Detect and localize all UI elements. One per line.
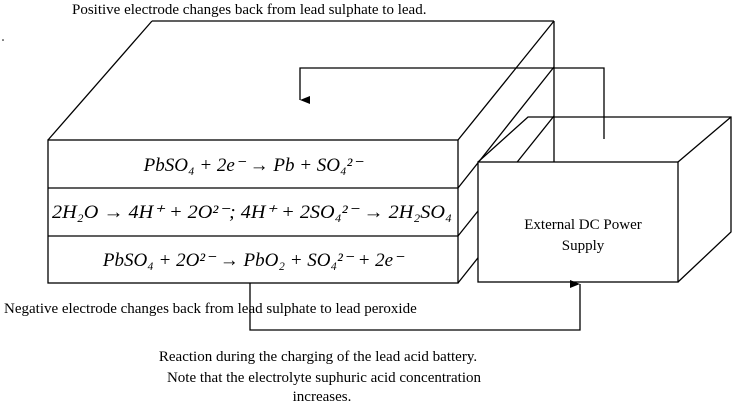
power-supply-label-line1: External DC Power bbox=[524, 217, 641, 233]
stray-dot bbox=[2, 39, 4, 41]
caption-line-2: Note that the electrolyte suphuric acid … bbox=[167, 370, 482, 386]
equation-negative: PbSO₄ + 2O²⁻ → PbO₂ + SO₄²⁻ + 2e⁻ bbox=[102, 250, 405, 271]
right-face-diagonal bbox=[457, 66, 555, 189]
power-supply-box: External DC Power Supply bbox=[477, 116, 732, 283]
wire-from-negative-arrow bbox=[249, 280, 581, 331]
caption-line-3: increases. bbox=[293, 389, 352, 404]
top-edge-left bbox=[47, 20, 153, 141]
negative-electrode-label: Negative electrode changes back from lea… bbox=[4, 301, 417, 317]
positive-electrode-label: Positive electrode changes back from lea… bbox=[72, 2, 426, 18]
equation-positive: PbSO₄ + 2e⁻ → Pb + SO₄²⁻ bbox=[143, 155, 365, 176]
battery-front-face bbox=[47, 139, 459, 284]
wire-to-positive-arrow bbox=[299, 67, 605, 139]
equation-electrolyte: 2H₂O → 4H⁺ + 2O²⁻; 4H⁺ + 2SO₄²⁻ → 2H₂SO₄ bbox=[52, 202, 452, 223]
power-supply-top-right-edge bbox=[677, 116, 732, 163]
right-face-diagonal bbox=[457, 20, 555, 141]
caption-line-1: Reaction during the charging of the lead… bbox=[159, 349, 477, 365]
power-supply-front-face bbox=[477, 161, 679, 283]
power-supply-label-line2: Supply bbox=[562, 238, 605, 254]
